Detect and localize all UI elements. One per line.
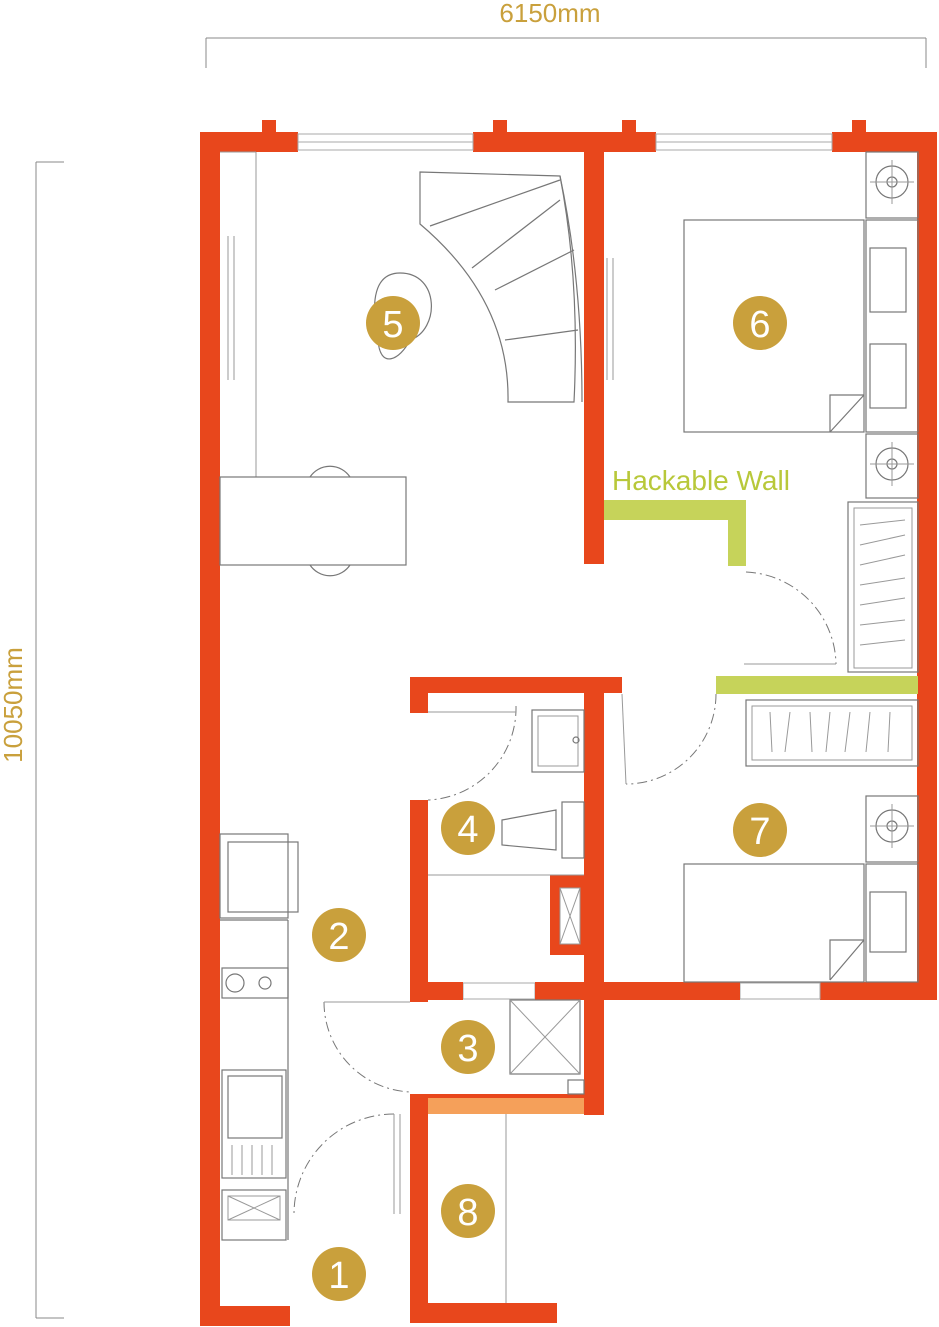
svg-text:2: 2 (328, 916, 349, 958)
room-marker-5: 5 (366, 296, 420, 350)
bedroom-6-furniture (683, 151, 919, 499)
exterior-walls (200, 120, 937, 1326)
windows (297, 133, 833, 1000)
width-label: 6150mm (499, 0, 600, 28)
svg-text:1: 1 (328, 1255, 349, 1297)
height-label: 10050mm (0, 647, 28, 763)
height-dimension: 10050mm (0, 161, 64, 1319)
width-dimension: 6150mm (205, 0, 927, 68)
room-marker-1: 1 (312, 1247, 366, 1301)
door-swings (293, 571, 837, 1215)
bedroom-7-furniture (683, 795, 919, 983)
svg-text:8: 8 (457, 1192, 478, 1234)
room-marker-6: 6 (733, 296, 787, 350)
sliding-doors (606, 258, 614, 380)
hackable-walls: Hackable Wall (604, 465, 918, 694)
svg-text:5: 5 (382, 304, 403, 346)
svg-text:3: 3 (457, 1028, 478, 1070)
laundry-counter (428, 1098, 584, 1114)
living-furniture (219, 151, 583, 577)
room-marker-3: 3 (441, 1020, 495, 1074)
laundry-fixtures (509, 999, 585, 1095)
kitchen-fixtures (219, 833, 299, 1241)
wardrobes (745, 501, 919, 767)
room-marker-8: 8 (441, 1184, 495, 1238)
room-marker-4: 4 (441, 801, 495, 855)
svg-text:7: 7 (749, 811, 770, 853)
hackable-wall-label: Hackable Wall (612, 465, 790, 496)
svg-text:4: 4 (457, 809, 478, 851)
room-markers: 1 2 3 4 5 6 7 8 (312, 296, 787, 1301)
interior-walls (410, 152, 740, 1002)
room-marker-2: 2 (312, 908, 366, 962)
bathroom-fixtures (428, 709, 585, 876)
svg-text:6: 6 (749, 304, 770, 346)
room-marker-7: 7 (733, 803, 787, 857)
